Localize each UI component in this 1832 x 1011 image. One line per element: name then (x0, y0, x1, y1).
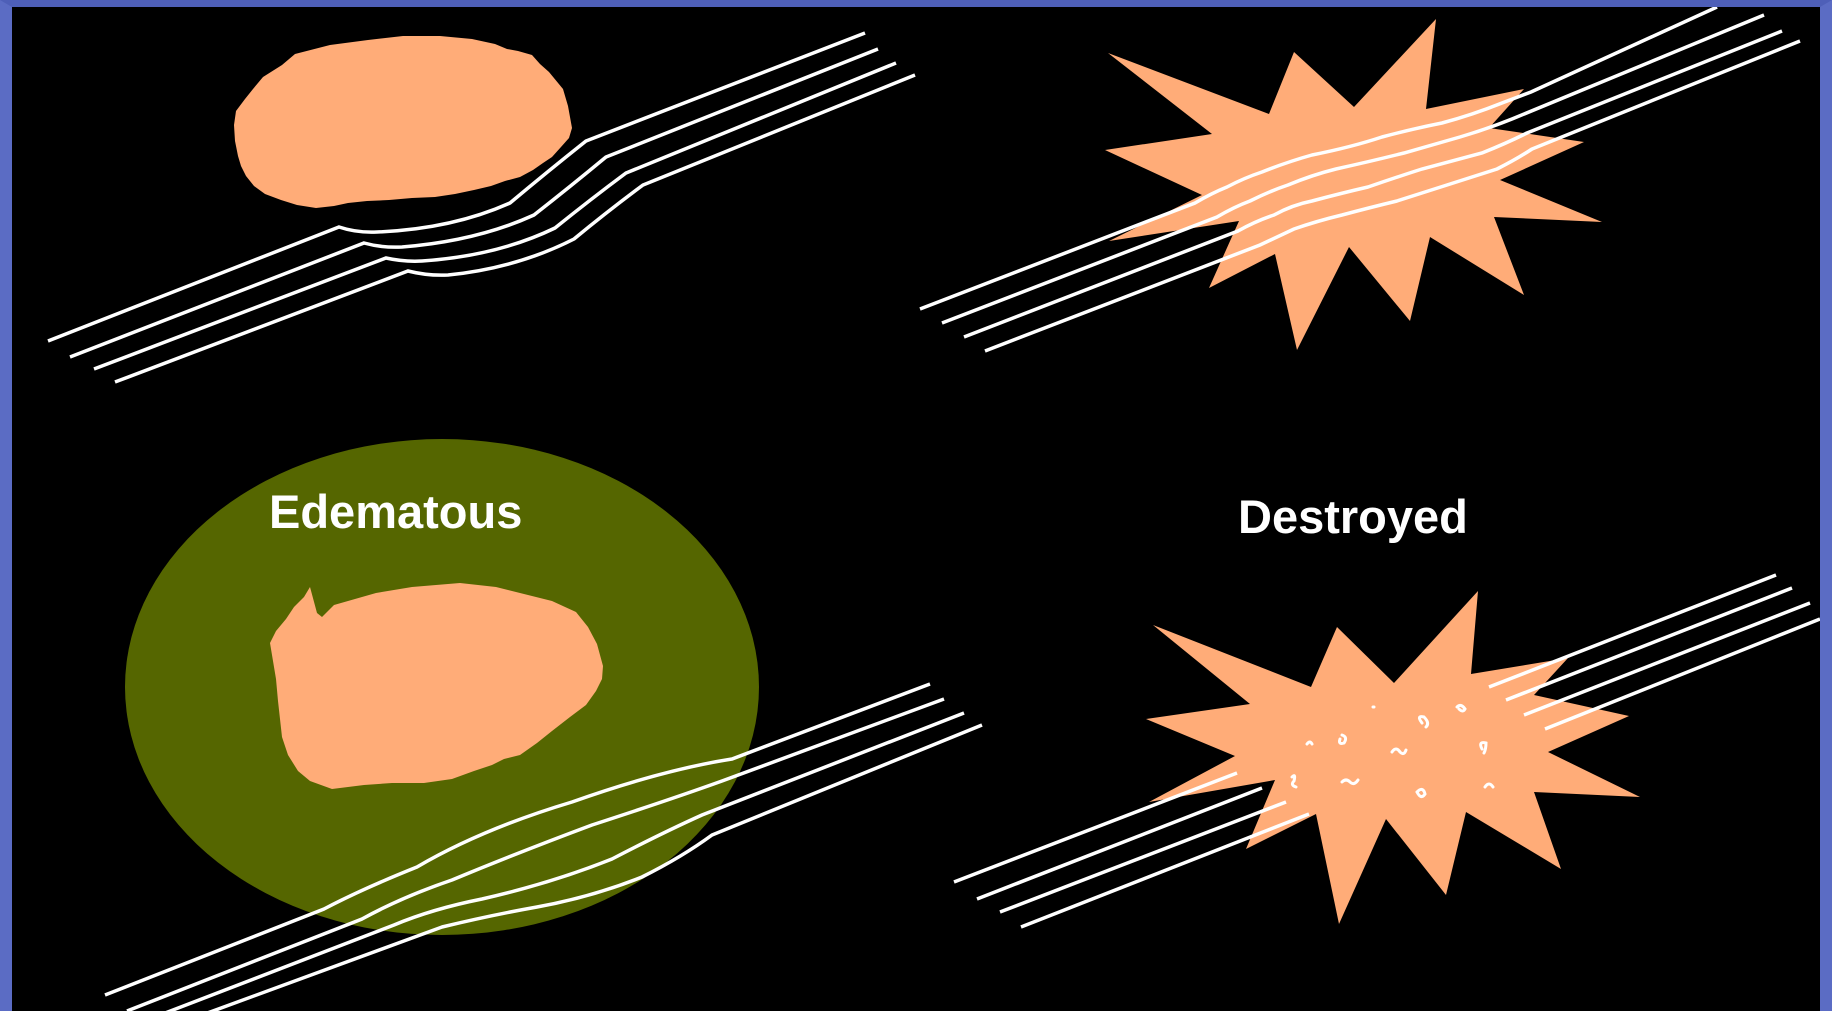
panel-destroyed (954, 575, 1820, 927)
fragment (1292, 776, 1296, 787)
fiber-6 (1506, 588, 1792, 700)
panel-displaced (48, 33, 915, 382)
fiber-3 (1000, 802, 1286, 912)
label-edematous: Edematous (269, 488, 522, 535)
fiber-1 (954, 773, 1237, 882)
fiber-8 (1545, 619, 1820, 729)
panel-edematous (105, 439, 982, 1011)
fiber-3 (964, 31, 1782, 337)
tumor-starburst (1146, 591, 1640, 924)
label-destroyed: Destroyed (1238, 493, 1468, 540)
fiber-5 (1489, 575, 1776, 687)
tumor-starburst (1105, 19, 1602, 350)
panel-infiltrated (920, 7, 1800, 351)
tumor-mass (234, 36, 572, 208)
fiber-4 (1021, 814, 1309, 927)
slide-canvas: Edematous Destroyed (12, 7, 1820, 1011)
fiber-2 (977, 788, 1262, 899)
